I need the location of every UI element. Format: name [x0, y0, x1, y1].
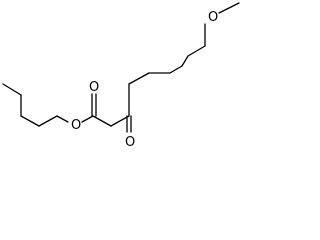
- carbonyl-oxygen-label: O: [89, 80, 99, 95]
- structure-canvas: O O O O: [0, 0, 249, 151]
- molecule-structure: O O O O: [2, 2, 240, 150]
- bond-ether-oxygen-to-methyl: [218, 2, 240, 14]
- bond-butyl-1: [2, 83, 22, 96]
- bond-oxygen-to-carbonyl: [81, 115, 94, 123]
- bond-ch2d-to-ether: [181, 55, 189, 67]
- bond-ch2c-to-ch2d: [169, 65, 183, 74]
- bond-carbonyl-to-ch2: [92, 115, 112, 127]
- bond-butyl-4: [38, 115, 58, 127]
- bond-butyl-3: [20, 115, 40, 127]
- bond-butyl-to-oxygen: [56, 115, 69, 123]
- ketone-oxygen-label: O: [125, 135, 135, 150]
- bond-ch2-to-ketone: [110, 115, 130, 127]
- bond-ch2a-to-ch2b: [128, 72, 150, 85]
- ether-oxygen-label: O: [208, 10, 218, 25]
- ester-oxygen-label: O: [71, 118, 81, 133]
- bond-ether-segment: [187, 45, 206, 57]
